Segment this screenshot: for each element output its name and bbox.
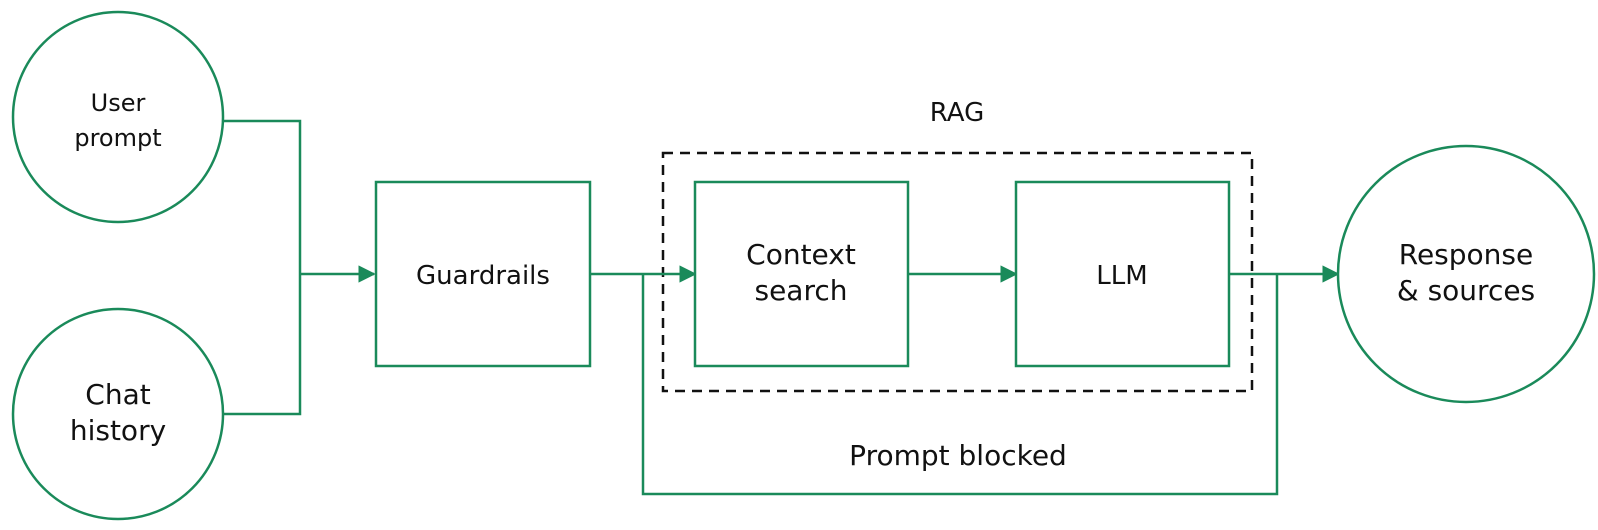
llm-node: LLM [1014,180,1231,368]
chat-history-label-line1: Chat [85,378,150,411]
connectors [223,119,1340,496]
context-search-label-line2: search [754,274,847,307]
guardrails-node: Guardrails [374,180,592,368]
rag-group-box [661,151,1254,393]
user-prompt-label-line2: prompt [74,124,161,152]
user-prompt-label-line1: User [91,89,146,117]
response-node: Response & sources [1336,144,1596,404]
response-label-line1: Response [1399,238,1533,271]
edge-prompt-blocked [641,274,1279,496]
chat-history-label-line2: history [70,414,166,447]
rag-group-label: RAG [930,98,985,128]
llm-label: LLM [1096,261,1147,291]
prompt-blocked-label: Prompt blocked [849,439,1067,472]
user-prompt-node: User prompt [11,10,225,224]
response-label-line2: & sources [1397,274,1535,307]
edge-user-prompt-join [223,119,302,274]
guardrails-label: Guardrails [416,261,550,291]
context-search-label-line1: Context [746,238,856,271]
context-search-node: Context search [693,180,910,368]
edge-chat-history-join [223,274,302,416]
chat-history-node: Chat history [11,307,225,521]
